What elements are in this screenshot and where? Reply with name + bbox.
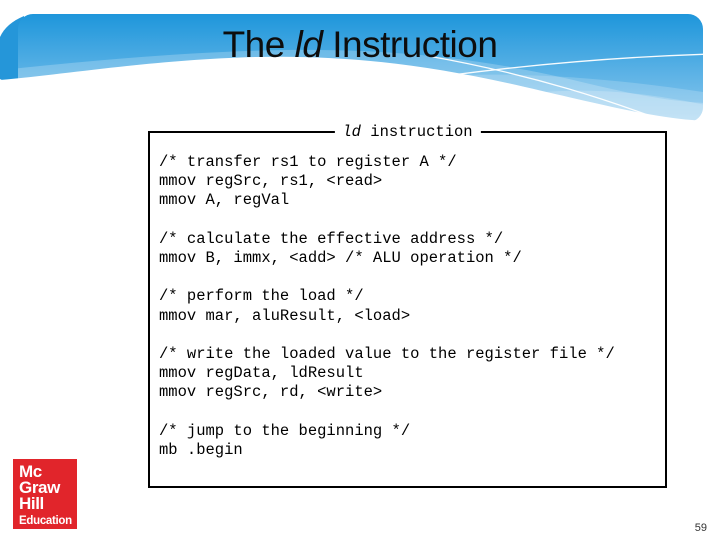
code-line bbox=[159, 326, 657, 345]
code-line: /* write the loaded value to the registe… bbox=[159, 345, 615, 364]
code-box: ld instruction /* transfer rs1 to regist… bbox=[148, 123, 667, 488]
code-block: /* transfer rs1 to register A */mmov reg… bbox=[150, 133, 665, 460]
logo-text: Mc Graw Hill Education bbox=[13, 459, 77, 527]
mcgraw-hill-logo: Mc Graw Hill Education bbox=[13, 459, 77, 529]
code-line bbox=[159, 211, 657, 230]
code-line bbox=[159, 268, 657, 287]
code-line: mmov regSrc, rs1, <read> bbox=[159, 172, 383, 191]
title-prefix: The bbox=[222, 24, 295, 65]
page-title: The ld Instruction bbox=[0, 24, 720, 66]
logo-word-education: Education bbox=[19, 515, 72, 527]
code-line bbox=[159, 403, 657, 422]
legend-italic-word: ld bbox=[342, 123, 361, 141]
title-banner: The ld Instruction bbox=[0, 0, 720, 150]
legend-rest: instruction bbox=[360, 123, 473, 141]
title-suffix: Instruction bbox=[322, 24, 498, 65]
code-line: mmov regData, ldResult bbox=[159, 364, 364, 383]
code-line: /* calculate the effective address */ bbox=[159, 229, 504, 248]
title-italic-word: ld bbox=[294, 24, 323, 65]
banner-wave-graphic bbox=[0, 14, 720, 150]
code-line: /* jump to the beginning */ bbox=[159, 421, 411, 440]
code-line: mb .begin bbox=[159, 441, 243, 460]
logo-word-graw: Graw bbox=[19, 478, 60, 497]
page-number: 59 bbox=[694, 522, 707, 534]
logo-word-mc: Mc bbox=[19, 462, 42, 481]
code-line: mmov B, immx, <add> /* ALU operation */ bbox=[159, 249, 522, 268]
code-line: mmov mar, aluResult, <load> bbox=[159, 306, 411, 325]
code-line: /* perform the load */ bbox=[159, 287, 364, 306]
code-box-legend: ld instruction bbox=[334, 123, 481, 141]
logo-word-hill: Hill bbox=[19, 494, 44, 513]
code-line: mmov A, regVal bbox=[159, 191, 290, 210]
code-line: mmov regSrc, rd, <write> bbox=[159, 383, 383, 402]
code-line: /* transfer rs1 to register A */ bbox=[159, 153, 457, 171]
